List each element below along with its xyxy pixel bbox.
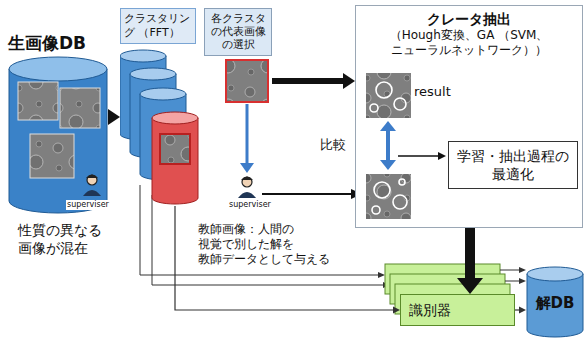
classifier-box: 識別器: [400, 294, 515, 326]
note-label: superviser: [228, 200, 272, 210]
extraction-images: [386, 130, 390, 161]
node-title: 解DB: [526, 266, 584, 312]
extraction-images: [438, 152, 446, 160]
extraction-images: [380, 121, 396, 131]
extraction-panel: クレータ抽出（Hough変換、GA （SVM、ニューラルネットワーク）） 学習・抽…: [355, 5, 583, 228]
supervisor-icon: [238, 192, 256, 198]
arrow-head: [519, 278, 526, 284]
classifier-out-lines: [505, 281, 519, 282]
extraction-images: [380, 160, 396, 170]
down-arrow-blue: [240, 104, 254, 173]
note-label: result: [414, 84, 451, 100]
extraction-images: [374, 182, 390, 198]
node-title: 生画像DB: [8, 32, 108, 54]
database-cylinder: [87, 175, 97, 185]
extraction-images: [372, 179, 407, 214]
cluster-stack: [140, 88, 186, 100]
database-cylinder: [30, 134, 74, 178]
note-label: 比較: [320, 137, 346, 153]
database-cylinder: [9, 69, 107, 213]
extraction-images: [366, 174, 411, 219]
cluster-stack: [120, 50, 166, 62]
teacher-arrow: [262, 193, 352, 195]
process-box: 各クラスタの代表画像の選択: [204, 8, 272, 56]
extraction-images: [398, 155, 438, 157]
connector: [515, 307, 526, 314]
extraction-images: [393, 195, 407, 209]
cluster-group: クラスタリング （FFT）: [120, 8, 200, 206]
database: 解DB: [526, 266, 584, 338]
database: 生画像DB: [8, 32, 108, 214]
cluster-lines: [152, 195, 384, 285]
cluster-stack: [152, 112, 198, 124]
down-arrow-blue: [246, 104, 249, 164]
connector: [108, 109, 120, 125]
node-title: クラスタリング （FFT）: [120, 8, 196, 44]
node-title: クレータ抽出: [360, 10, 578, 28]
arrow-head: [108, 109, 120, 125]
database-cylinder: [60, 88, 100, 128]
node-text: （Hough変換、GA （SVM、ニューラルネットワーク））: [360, 28, 578, 58]
arrow-head: [393, 307, 400, 314]
database-cylinder: [9, 57, 107, 81]
representative-image: [226, 60, 268, 102]
teacher-arrow: [262, 189, 362, 199]
representative-image: [226, 60, 268, 102]
supervisor-icon: [242, 177, 252, 187]
database-cylinder: [527, 267, 583, 281]
node-title: 識別器: [409, 295, 506, 325]
database-cylinder: [83, 190, 101, 196]
classifier-out-lines: [500, 270, 519, 271]
process-box: 学習・抽出過程の最適化: [448, 141, 578, 189]
extraction-images: [394, 98, 406, 110]
arrow-head: [457, 278, 483, 294]
node-title: 学習・抽出過程の最適化: [454, 147, 572, 183]
extraction-images: [370, 82, 406, 112]
down-arrow-blue: [240, 163, 254, 173]
cluster-stack: [160, 134, 190, 164]
extraction-images: [366, 73, 411, 118]
extraction-images: [372, 206, 380, 214]
connector: [457, 228, 483, 294]
database-cylinder: [18, 82, 58, 120]
supervisor-icon: [238, 177, 256, 199]
node-title: 各クラスタの代表画像の選択: [208, 12, 268, 52]
cluster-stack: [130, 68, 176, 80]
connector-line: [272, 78, 344, 84]
connector-line: [465, 228, 475, 279]
classifier-out-lines: [500, 270, 519, 281]
supervisor-icon: [241, 177, 253, 181]
extraction-images: [399, 179, 405, 185]
arrow-head: [343, 73, 355, 89]
note-label: 教師画像：人間の 視覚で別した解を 教師データとして与える: [198, 222, 350, 267]
arrow-head: [519, 267, 526, 273]
extraction-images: [370, 104, 378, 112]
cluster-stack: [152, 118, 198, 204]
database-cylinder: [86, 175, 98, 179]
database-cylinder: [8, 56, 108, 214]
note-label: superviser: [66, 200, 110, 210]
arrow-head: [519, 307, 526, 314]
note-label: 性質の異なる画像が混在: [18, 222, 114, 257]
arrow-head: [378, 272, 385, 278]
connector: [272, 73, 355, 89]
extraction-images: [376, 82, 392, 98]
